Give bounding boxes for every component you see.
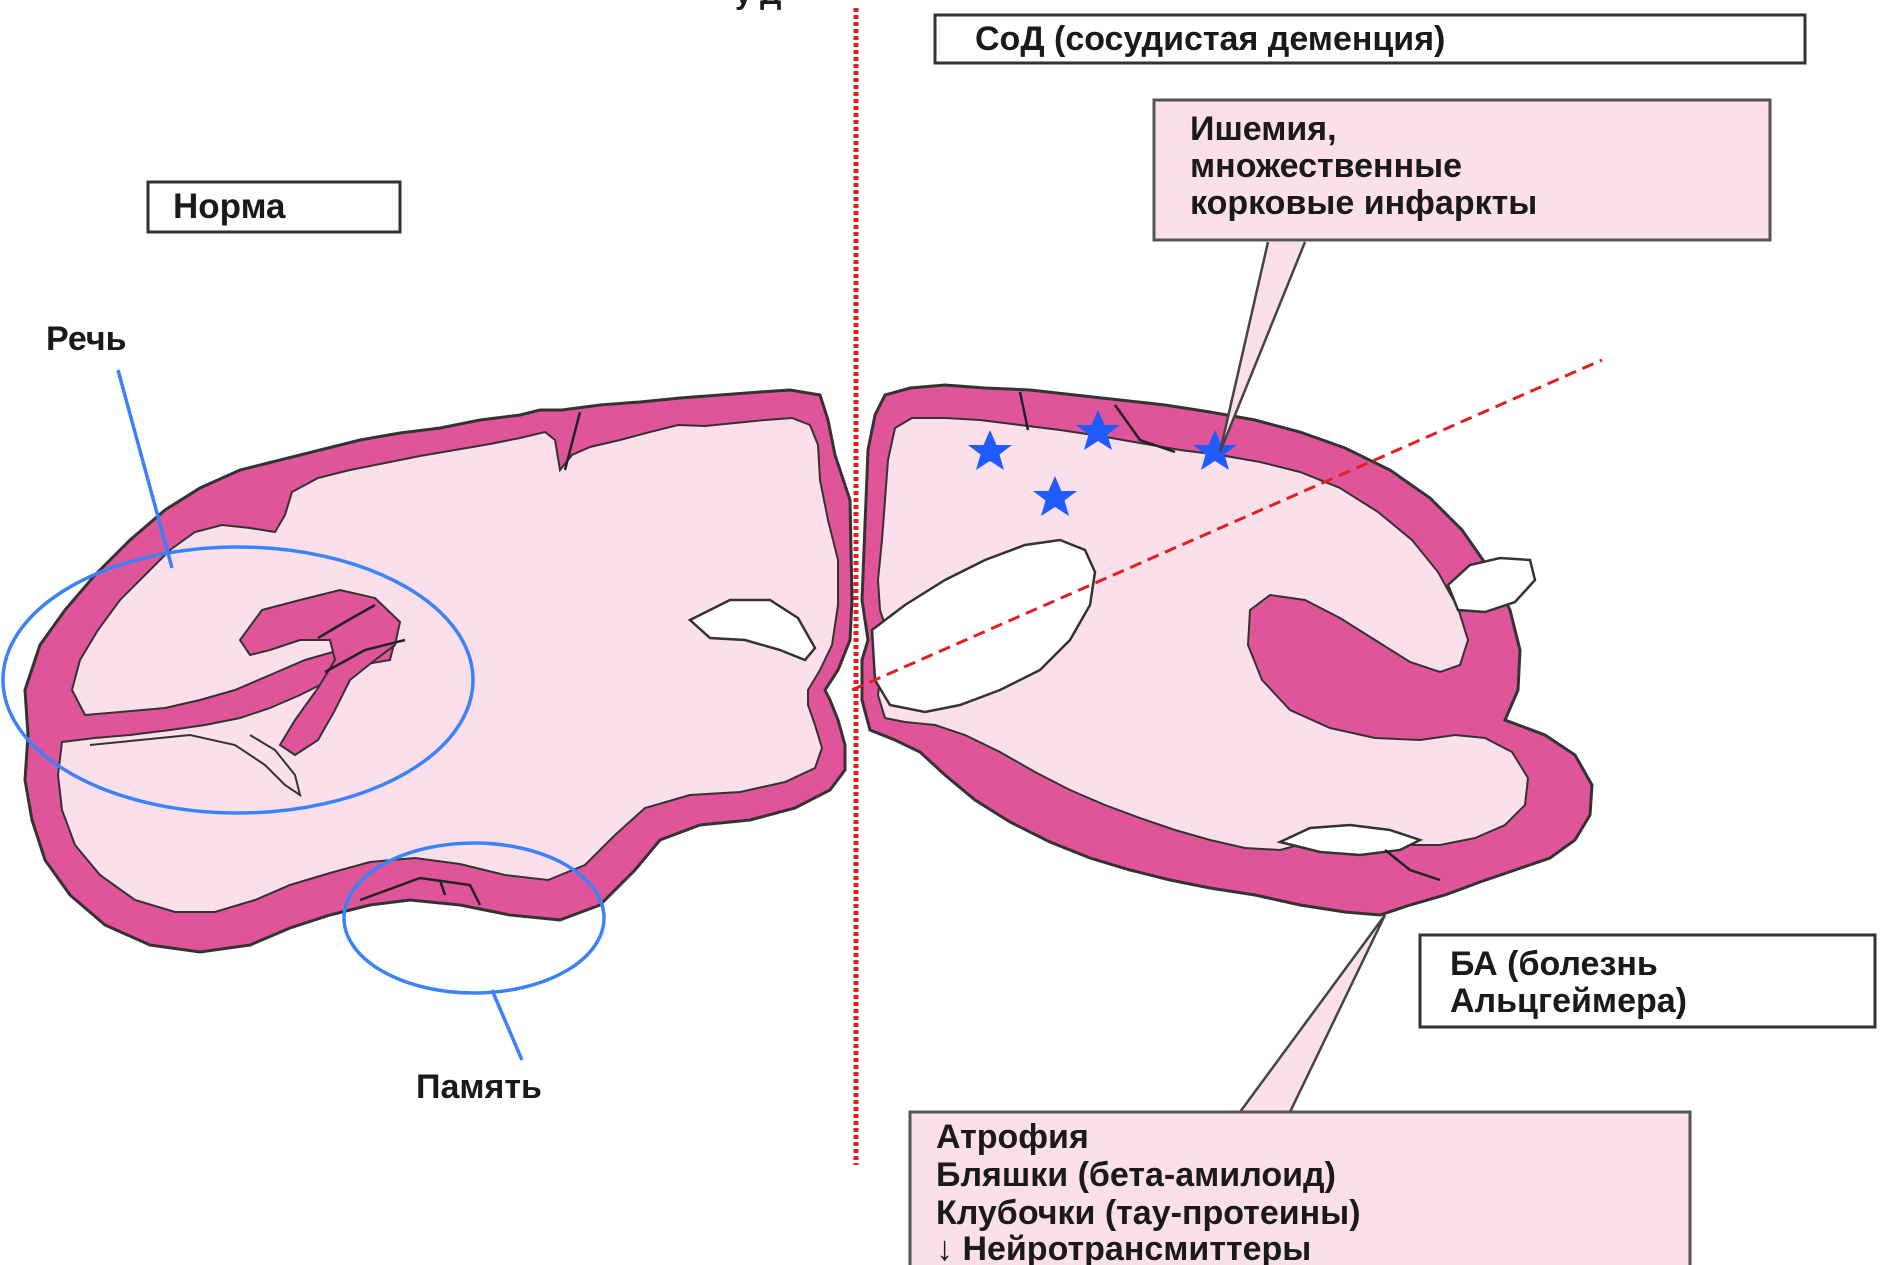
alzheimer-finding-4: ↓ Нейротрансмиттеры (936, 1230, 1311, 1265)
left-white-matter (58, 418, 838, 912)
alzheimer-finding-2: Бляшки (бета-амилоид) (936, 1156, 1336, 1194)
top-title-fragment: у Д (735, 0, 781, 11)
memory-label: Память (416, 1068, 542, 1106)
ischemia-line-1: Ишемия, (1190, 110, 1337, 148)
alzheimer-label-line-2: Альцгеймера) (1450, 982, 1687, 1020)
vascular-dementia-label: СоД (сосудистая деменция) (975, 20, 1445, 58)
ischemia-line-2: множественные (1190, 147, 1462, 185)
alzheimer-finding-3: Клубочки (тау-протеины) (936, 1194, 1361, 1232)
alzheimer-label-box: БА (болезнь Альцгеймера) (1420, 935, 1875, 1027)
memory-pointer-line (492, 990, 522, 1060)
alzheimer-finding-1: Атрофия (936, 1118, 1089, 1156)
speech-label: Речь (46, 320, 127, 358)
norm-label-box: Норма (148, 182, 400, 232)
left-hemisphere-normal (25, 390, 852, 952)
vascular-dementia-label-box: СоД (сосудистая деменция) (935, 15, 1805, 63)
alzheimer-pointer (1240, 915, 1385, 1112)
ischemia-callout-box: Ишемия, множественные корковые инфаркты (1154, 100, 1770, 240)
right-hemisphere-dementia (862, 385, 1592, 915)
alzheimer-callout-box: Атрофия Бляшки (бета-амилоид) Клубочки (… (910, 1112, 1690, 1265)
alzheimer-label-line-1: БА (болезнь (1450, 945, 1658, 983)
norm-label: Норма (173, 187, 286, 226)
ischemia-line-3: корковые инфаркты (1190, 184, 1537, 222)
